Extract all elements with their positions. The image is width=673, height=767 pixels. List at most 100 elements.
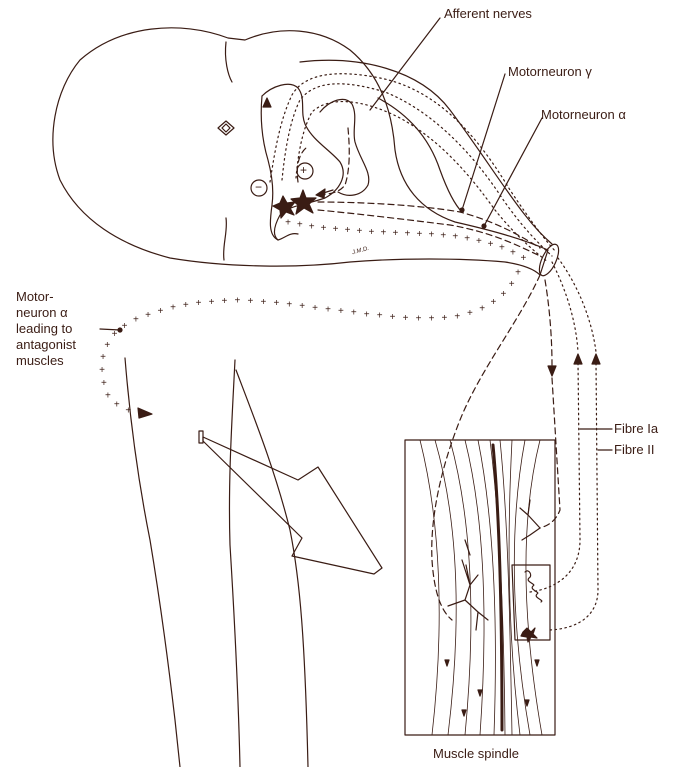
muscle-arrowheads [445, 660, 539, 716]
inner-diamond [222, 124, 230, 132]
antagonist-plus-mark: + [104, 340, 110, 351]
antagonist-plus-mark: + [170, 303, 176, 314]
antagonist-plus-mark: + [429, 314, 435, 325]
antagonist-plus-mark: + [390, 312, 396, 323]
antagonist-plus-mark: + [312, 303, 318, 314]
antagonist-plus-mark: + [125, 406, 131, 417]
afferent-arrow-head [316, 189, 325, 198]
motorneuron-star-right [291, 190, 316, 214]
central-canal [218, 121, 234, 135]
alpha-plus-mark: + [428, 230, 434, 241]
antagonist-plus-mark: + [454, 311, 460, 322]
alpha-plus-mark: + [392, 228, 398, 239]
label-motorneuron-gamma: Motorneuron γ [508, 64, 592, 80]
nerve-dotted-down-1 [552, 262, 578, 352]
antagonist-plus-mark: + [442, 313, 448, 324]
alpha-plus-mark: + [345, 225, 351, 236]
alpha-plus-mark: + [416, 229, 422, 240]
antagonist-arrow-head [138, 408, 152, 418]
antagonist-plus-mark: + [286, 300, 292, 311]
alpha-plus-mark: + [488, 239, 494, 250]
median-fissure-lower [224, 218, 227, 260]
alpha-plus-mark: + [404, 229, 410, 240]
label-fibre-ia: Fibre Ia [614, 421, 658, 437]
antagonist-plus-mark: + [490, 297, 496, 308]
gamma-efferent-to-spindle [545, 280, 552, 365]
label-muscle-spindle: Muscle spindle [433, 746, 519, 762]
grey-matter-right [320, 99, 369, 195]
antagonist-plus-mark: + [196, 298, 202, 309]
alpha-plus-mark: + [464, 233, 470, 244]
antagonist-plus-mark: + [261, 297, 267, 308]
alpha-plus-mark: + [499, 243, 505, 254]
alpha-plus-mark: + [333, 224, 339, 235]
antagonist-plus-mark: + [112, 329, 118, 340]
antagonist-plus-mark: + [338, 306, 344, 317]
antagonist-plus-mark: + [500, 289, 506, 300]
alpha-plus-mark: + [510, 247, 516, 258]
alpha-plus-mark: + [309, 221, 315, 232]
antagonist-plus-mark: + [467, 308, 473, 319]
grey-matter-ventral-horn [261, 96, 278, 240]
antagonist-plus-mark: + [509, 279, 515, 290]
alpha-plus-mark: + [440, 230, 446, 241]
label-fibre-ii: Fibre II [614, 442, 654, 458]
antagonist-plus-mark: + [351, 308, 357, 319]
leader-afferent [370, 18, 440, 110]
antagonist-plus-mark: + [101, 378, 107, 389]
median-fissure [225, 42, 232, 82]
antagonist-plus-mark: + [183, 300, 189, 311]
leg-left [125, 358, 180, 767]
leader-dot-alpha [482, 224, 486, 228]
nerve-root-upper [300, 60, 552, 244]
antagonist-plus-mark: + [403, 313, 409, 324]
upper-arrow-head [263, 98, 271, 107]
leg-right [236, 370, 308, 767]
antagonist-plus-mark: + [299, 301, 305, 312]
gamma-arrow-head [548, 366, 556, 376]
alpha-plus-mark: + [452, 232, 458, 243]
antagonist-plus-mark: + [209, 297, 215, 308]
antagonist-plus-mark: + [325, 304, 331, 315]
antagonist-plus-mark: + [145, 310, 151, 321]
antagonist-plus-mark: + [377, 311, 383, 322]
antagonist-plus-mark: + [133, 315, 139, 326]
antagonist-plus-mark: + [479, 304, 485, 315]
alpha-plus-mark: + [476, 236, 482, 247]
alpha-plus-mark: + [380, 227, 386, 238]
alpha-plus-mark: + [521, 253, 527, 264]
label-motorneuron-antagonist: Motor- neuron α leading to antagonist mu… [16, 289, 76, 369]
afferent-dashed-in [318, 128, 349, 194]
antagonist-plus-mark: + [273, 298, 279, 309]
antagonist-plus-mark: + [105, 390, 111, 401]
antagonist-plus-mark: + [99, 365, 105, 376]
antagonist-plus-mark: + [100, 352, 106, 363]
label-motorneuron-alpha: Motorneuron α [541, 107, 626, 123]
alpha-plus-mark: + [297, 220, 303, 231]
leader-motor-alpha [484, 118, 542, 226]
antagonist-plus-mark: + [364, 309, 370, 320]
alpha-plus-mark: + [285, 218, 291, 229]
minus-sign-circle: − [255, 179, 262, 195]
antagonist-plus-mark: + [515, 268, 521, 279]
leg-left-inner [229, 360, 240, 767]
antagonist-plus-mark: + [222, 296, 228, 307]
alpha-plus-mark: + [321, 223, 327, 234]
alpha-plus-path: +++++++++++++++++++++ [285, 218, 530, 265]
antagonist-plus-path: ++++++++++++++++++++++++++++++++++++++++… [99, 268, 521, 419]
leader-dot-gamma [460, 208, 464, 212]
spindle-annulospiral [525, 571, 542, 602]
alpha-plus-mark: + [369, 227, 375, 238]
nerve-root-inner [378, 98, 462, 212]
gamma-efferent-continue [540, 378, 560, 528]
antagonist-plus-mark: + [157, 306, 163, 317]
leader-motor-gamma [462, 74, 505, 210]
plus-sign-circle: + [300, 162, 307, 178]
gamma-endplate-branch [520, 500, 540, 540]
antagonist-plus-mark: + [122, 321, 128, 332]
antagonist-plus-mark: + [248, 296, 254, 307]
spinal-cord-outline [53, 28, 548, 275]
antagonist-plus-mark: + [235, 296, 241, 307]
antagonist-plus-mark: + [416, 313, 422, 324]
fibre-ia-arrow [574, 354, 582, 364]
